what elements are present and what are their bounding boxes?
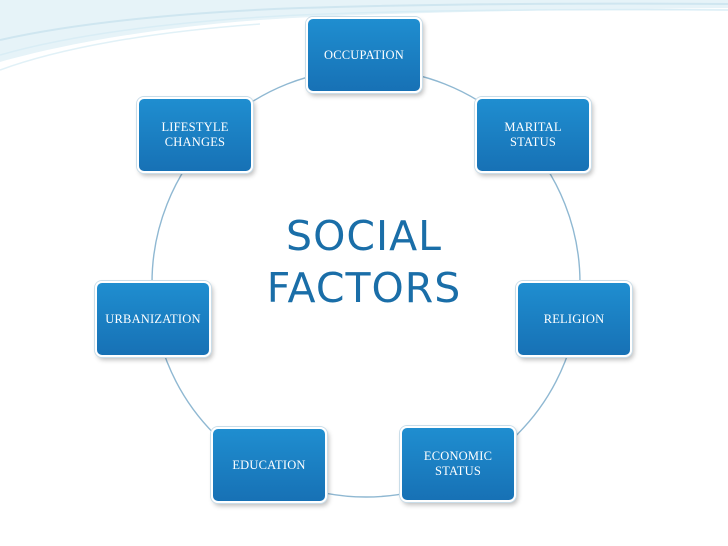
center-title: SOCIAL FACTORS — [266, 212, 462, 312]
node-urbanization: URBANIZATION — [95, 281, 211, 357]
node-lifestyle-changes: LIFESTYLE CHANGES — [137, 97, 253, 173]
node-economic-status: ECONOMIC STATUS — [400, 426, 516, 502]
node-education: EDUCATION — [211, 427, 327, 503]
node-occupation: OCCUPATION — [306, 17, 422, 93]
node-marital-status: MARITAL STATUS — [475, 97, 591, 173]
node-religion: RELIGION — [516, 281, 632, 357]
